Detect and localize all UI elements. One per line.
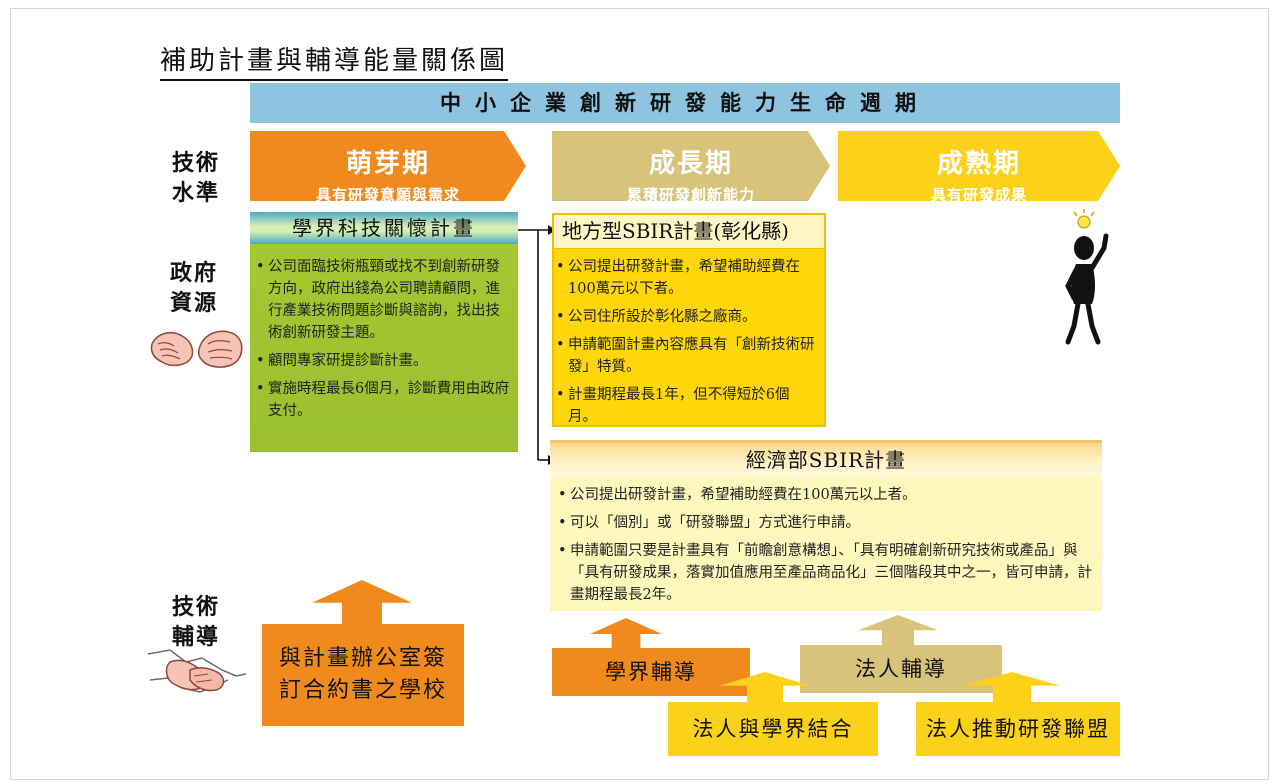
phase-growth-title: 成長期 bbox=[648, 149, 733, 179]
academia-guidance-box: 學界輔導 bbox=[552, 648, 750, 696]
phase-mature-subtitle: 具有研發成果 bbox=[930, 186, 1027, 204]
phase-growth-subtitle: 累積研發創新能力 bbox=[626, 186, 755, 204]
local-sbir-heading: 地方型SBIR計畫(彰化縣) bbox=[552, 213, 826, 249]
tech-level-line-2: 水準 bbox=[172, 180, 221, 206]
phase-sprout: 萌芽期 具有研發意願與需求 bbox=[250, 131, 526, 201]
phase-sprout-title: 萌芽期 bbox=[345, 149, 430, 179]
tech-guidance-label: 技術 輔導 bbox=[172, 592, 220, 652]
legal-alliance-box: 法人推動研發聯盟 bbox=[916, 702, 1120, 756]
handshake-icon bbox=[147, 649, 247, 693]
list-item: 申請範圍計畫內容應具有「創新技術研發」特質。 bbox=[556, 334, 818, 378]
gov-resource-label: 政府 資源 bbox=[170, 258, 218, 318]
legal-academia-box: 法人與學界結合 bbox=[668, 702, 878, 756]
list-item: 公司提出研發計畫，希望補助經費在100萬元以下者。 bbox=[556, 256, 818, 300]
tech-level-line-1: 技術 bbox=[172, 150, 221, 176]
gov-resource-line-2: 資源 bbox=[170, 290, 219, 316]
academia-plan-list: 公司面臨技術瓶頸或找不到創新研發方向，政府出錢為公司聘請顧問，進行產業技術問題診… bbox=[256, 256, 512, 428]
moea-sbir-heading: 經濟部SBIR計畫 bbox=[550, 443, 1102, 477]
phase-sprout-subtitle: 具有研發意願與需求 bbox=[315, 186, 460, 204]
legal-guidance-box: 法人輔導 bbox=[800, 645, 1002, 693]
school-contract-line-2: 訂合約書之學校 bbox=[278, 678, 447, 703]
idea-person-icon bbox=[1065, 209, 1109, 345]
list-item: 可以「個別」或「研發聯盟」方式進行申請。 bbox=[558, 512, 1098, 534]
tech-guidance-line-1: 技術 bbox=[172, 594, 221, 620]
moea-sbir-list: 公司提出研發計畫，希望補助經費在100萬元以上者。 可以「個別」或「研發聯盟」方… bbox=[558, 484, 1098, 612]
academia-plan-heading: 學界科技關懷計畫 bbox=[250, 212, 518, 244]
tech-level-label: 技術 水準 bbox=[172, 148, 220, 208]
open-hands-icon bbox=[150, 330, 243, 368]
list-item: 計畫期程最長1年，但不得短於6個月。 bbox=[556, 384, 818, 428]
lifecycle-banner: 中小企業創新研發能力生命週期 bbox=[250, 83, 1120, 123]
phase-mature: 成熟期 具有研發成果 bbox=[838, 131, 1120, 201]
school-contract-line-1: 與計畫辦公室簽 bbox=[278, 646, 447, 671]
gov-resource-line-1: 政府 bbox=[170, 260, 219, 286]
list-item: 申請範圍只要是計畫具有「前瞻創意構想」、「具有明確創新研究技術或產品」與「具有研… bbox=[558, 540, 1098, 606]
local-sbir-list: 公司提出研發計畫，希望補助經費在100萬元以下者。 公司住所設於彰化縣之廠商。 … bbox=[556, 256, 818, 434]
tech-guidance-line-2: 輔導 bbox=[172, 624, 221, 650]
list-item: 實施時程最長6個月，診斷費用由政府支付。 bbox=[256, 378, 512, 422]
list-item: 公司面臨技術瓶頸或找不到創新研發方向，政府出錢為公司聘請顧問，進行產業技術問題診… bbox=[256, 256, 512, 344]
school-contract-box: 與計畫辦公室簽 訂合約書之學校 bbox=[262, 624, 464, 726]
list-item: 公司提出研發計畫，希望補助經費在100萬元以上者。 bbox=[558, 484, 1098, 506]
phase-mature-title: 成熟期 bbox=[936, 149, 1021, 179]
phase-growth: 成長期 累積研發創新能力 bbox=[552, 131, 830, 201]
list-item: 顧問專家研提診斷計畫。 bbox=[256, 350, 512, 372]
page-title: 補助計畫與輔導能量關係圖 bbox=[160, 40, 509, 81]
list-item: 公司住所設於彰化縣之廠商。 bbox=[556, 306, 818, 328]
